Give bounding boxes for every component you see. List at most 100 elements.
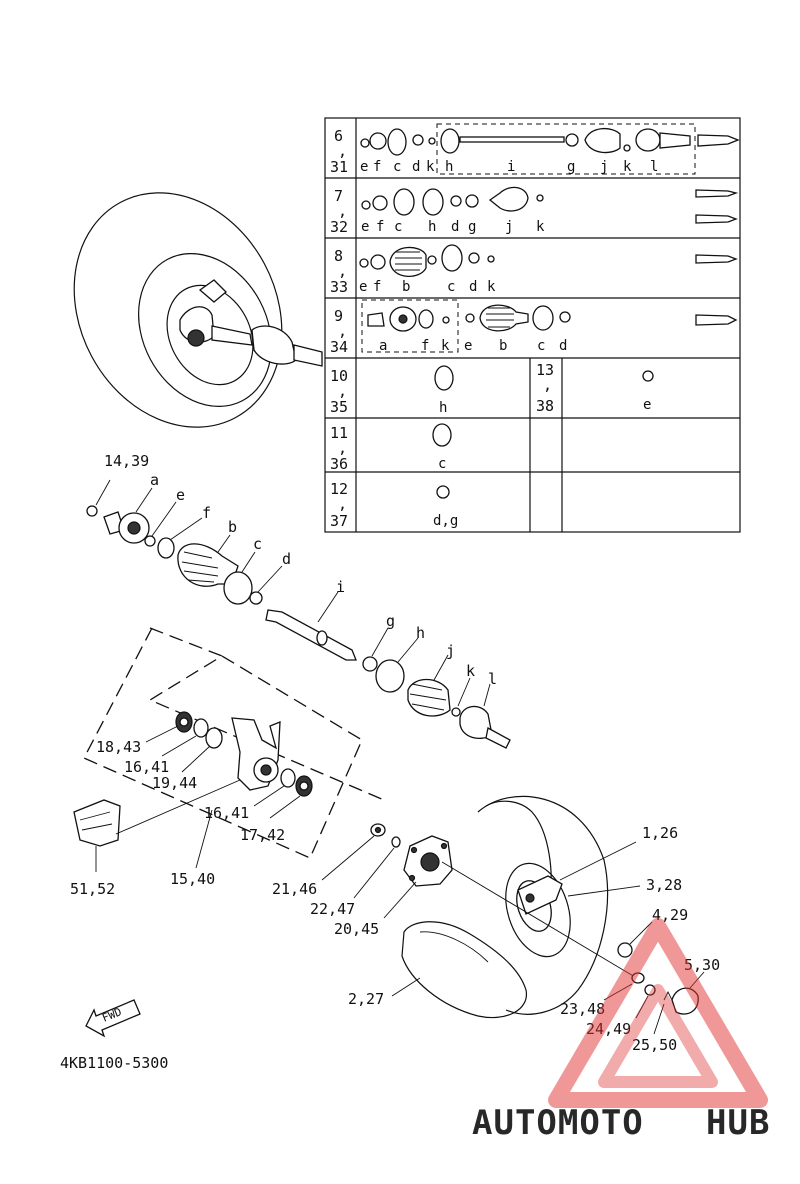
row-12-part-dg: [436, 485, 450, 499]
row-9-letter-f: f: [421, 338, 429, 354]
table-row-6-num: 6: [334, 127, 343, 145]
watermark-text-automoto: AUTOMOTO: [472, 1103, 644, 1143]
row-6-letter-f: f: [373, 159, 381, 175]
row-7-letter-d: d: [451, 219, 459, 235]
callout-20-45: 20,45: [334, 920, 379, 938]
knuckle-guard: [73, 779, 241, 872]
row-8-parts: e f b c d k: [359, 244, 738, 295]
row-9-letter-a: a: [379, 338, 387, 354]
callout-4-29: 4,29: [652, 906, 688, 924]
row-10-letter-h: h: [439, 400, 447, 416]
row-10-clamp-h: [434, 365, 454, 391]
row-6-letter-g: g: [567, 159, 575, 175]
row-6-letter-i: i: [507, 159, 515, 175]
table-row-10-num: 10: [330, 367, 348, 385]
table-row-12-sep: ,: [338, 495, 347, 513]
automotohub-watermark: AUTOMOTO HUB: [472, 918, 770, 1143]
callout-i: i: [336, 578, 345, 596]
callout-l: l: [488, 670, 497, 688]
callout-25-50: 25,50: [632, 1036, 677, 1054]
parts-combination-table: 6 , 31 7 , 32 8 , 33 9 , 34 10 , 35 13 ,…: [324, 117, 741, 533]
callout-c: c: [253, 535, 262, 553]
row-8-letter-c: c: [447, 279, 455, 295]
callout-51-52: 51,52: [70, 880, 115, 898]
row-6-parts: e f c d k h i g j k l: [360, 123, 740, 175]
table-row-8-num: 8: [334, 247, 343, 265]
callout-18-43: 18,43: [96, 738, 141, 756]
table-row-8-sep: ,: [338, 262, 347, 280]
driveshaft-parts: [86, 479, 511, 749]
callout-15-40: 15,40: [170, 870, 215, 888]
callout-f: f: [202, 504, 211, 522]
table-row-8-num2: 33: [330, 278, 348, 296]
lower-wheel-illustration: [321, 795, 705, 1035]
callout-21-46: 21,46: [272, 880, 317, 898]
callout-labels: 14,39 a e f b c d i g h j k l 18,43 16,4…: [60, 452, 720, 1072]
callout-j: j: [446, 642, 455, 660]
diagram-code: 4KB1100-5300: [60, 1054, 168, 1072]
row-7-letter-f: f: [376, 219, 384, 235]
callout-19-44: 19,44: [152, 774, 197, 792]
callout-b: b: [228, 518, 237, 536]
table-row-11-sep: ,: [338, 439, 347, 457]
table-row-6-sep: ,: [338, 142, 347, 160]
row-6-letter-l: l: [650, 159, 658, 175]
row-7-letter-j: j: [505, 219, 513, 235]
callout-g: g: [386, 612, 395, 630]
table-row-12-num2: 37: [330, 512, 348, 530]
callout-22-47: 22,47: [310, 900, 355, 918]
table-row-11-num: 11: [330, 424, 348, 442]
row-6-letter-h: h: [445, 159, 453, 175]
callout-1-26: 1,26: [642, 824, 678, 842]
row-7-letter-k: k: [536, 219, 545, 235]
row-9-parts: a f k e b c d: [361, 299, 738, 354]
row-6-letter-d: d: [412, 159, 420, 175]
callout-16-41-b: 16,41: [204, 804, 249, 822]
table-row-11-num2: 36: [330, 455, 348, 473]
row-6-letter-e: e: [360, 159, 368, 175]
row-8-letter-b: b: [402, 279, 410, 295]
table-row-7-sep: ,: [338, 202, 347, 220]
row-7-letter-g: g: [468, 219, 476, 235]
table-row-9-num2: 34: [330, 338, 348, 356]
callout-3-28: 3,28: [646, 876, 682, 894]
knuckle-assembly-group: [83, 627, 385, 869]
row-8-letter-d: d: [469, 279, 477, 295]
callout-d: d: [282, 550, 291, 568]
row-6-letter-c: c: [393, 159, 401, 175]
table-row-13-num2: 38: [536, 397, 554, 415]
callout-2-27: 2,27: [348, 990, 384, 1008]
callout-a: a: [150, 471, 159, 489]
row-13-part-e: [642, 370, 654, 382]
row-8-letter-f: f: [373, 279, 381, 295]
callout-h: h: [416, 624, 425, 642]
callout-5-30: 5,30: [684, 956, 720, 974]
callout-14-39: 14,39: [104, 452, 149, 470]
row-6-letter-k2: k: [623, 159, 632, 175]
table-row-7-num2: 32: [330, 218, 348, 236]
table-row-10-num2: 35: [330, 398, 348, 416]
table-row-10-sep: ,: [338, 382, 347, 400]
watermark-text-hub: HUB: [706, 1103, 770, 1143]
callout-k: k: [466, 662, 475, 680]
callout-e: e: [176, 486, 185, 504]
table-row-6-num2: 31: [330, 158, 348, 176]
table-row-7-num: 7: [334, 187, 343, 205]
watermark-triangle: [548, 918, 768, 1108]
row-13-letter-e: e: [643, 397, 651, 413]
row-11-letter-c: c: [438, 456, 446, 472]
table-row-13-num: 13: [536, 361, 554, 379]
row-6-letter-k: k: [426, 159, 435, 175]
table-row-9-sep: ,: [338, 322, 347, 340]
callout-16-41-a: 16,41: [124, 758, 169, 776]
forward-direction-arrow: FWD: [85, 999, 141, 1038]
table-row-9-num: 9: [334, 307, 343, 325]
row-7-letter-e: e: [361, 219, 369, 235]
row-9-letter-k: k: [441, 338, 450, 354]
row-8-letter-k: k: [487, 279, 496, 295]
row-7-letter-h: h: [428, 219, 436, 235]
row-9-letter-e: e: [464, 338, 472, 354]
row-12-letter-dg: d,g: [433, 513, 458, 529]
